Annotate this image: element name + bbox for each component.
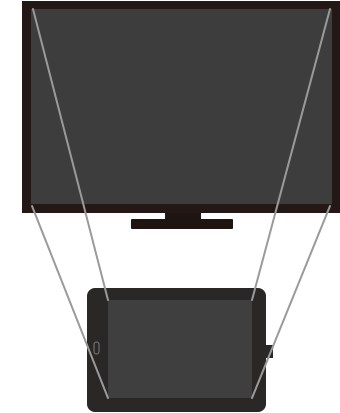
tablet-screen (108, 300, 252, 398)
tv-monitor-icon (22, 1, 340, 213)
tablet-icon (87, 288, 273, 412)
tv-stand-base (131, 219, 233, 229)
